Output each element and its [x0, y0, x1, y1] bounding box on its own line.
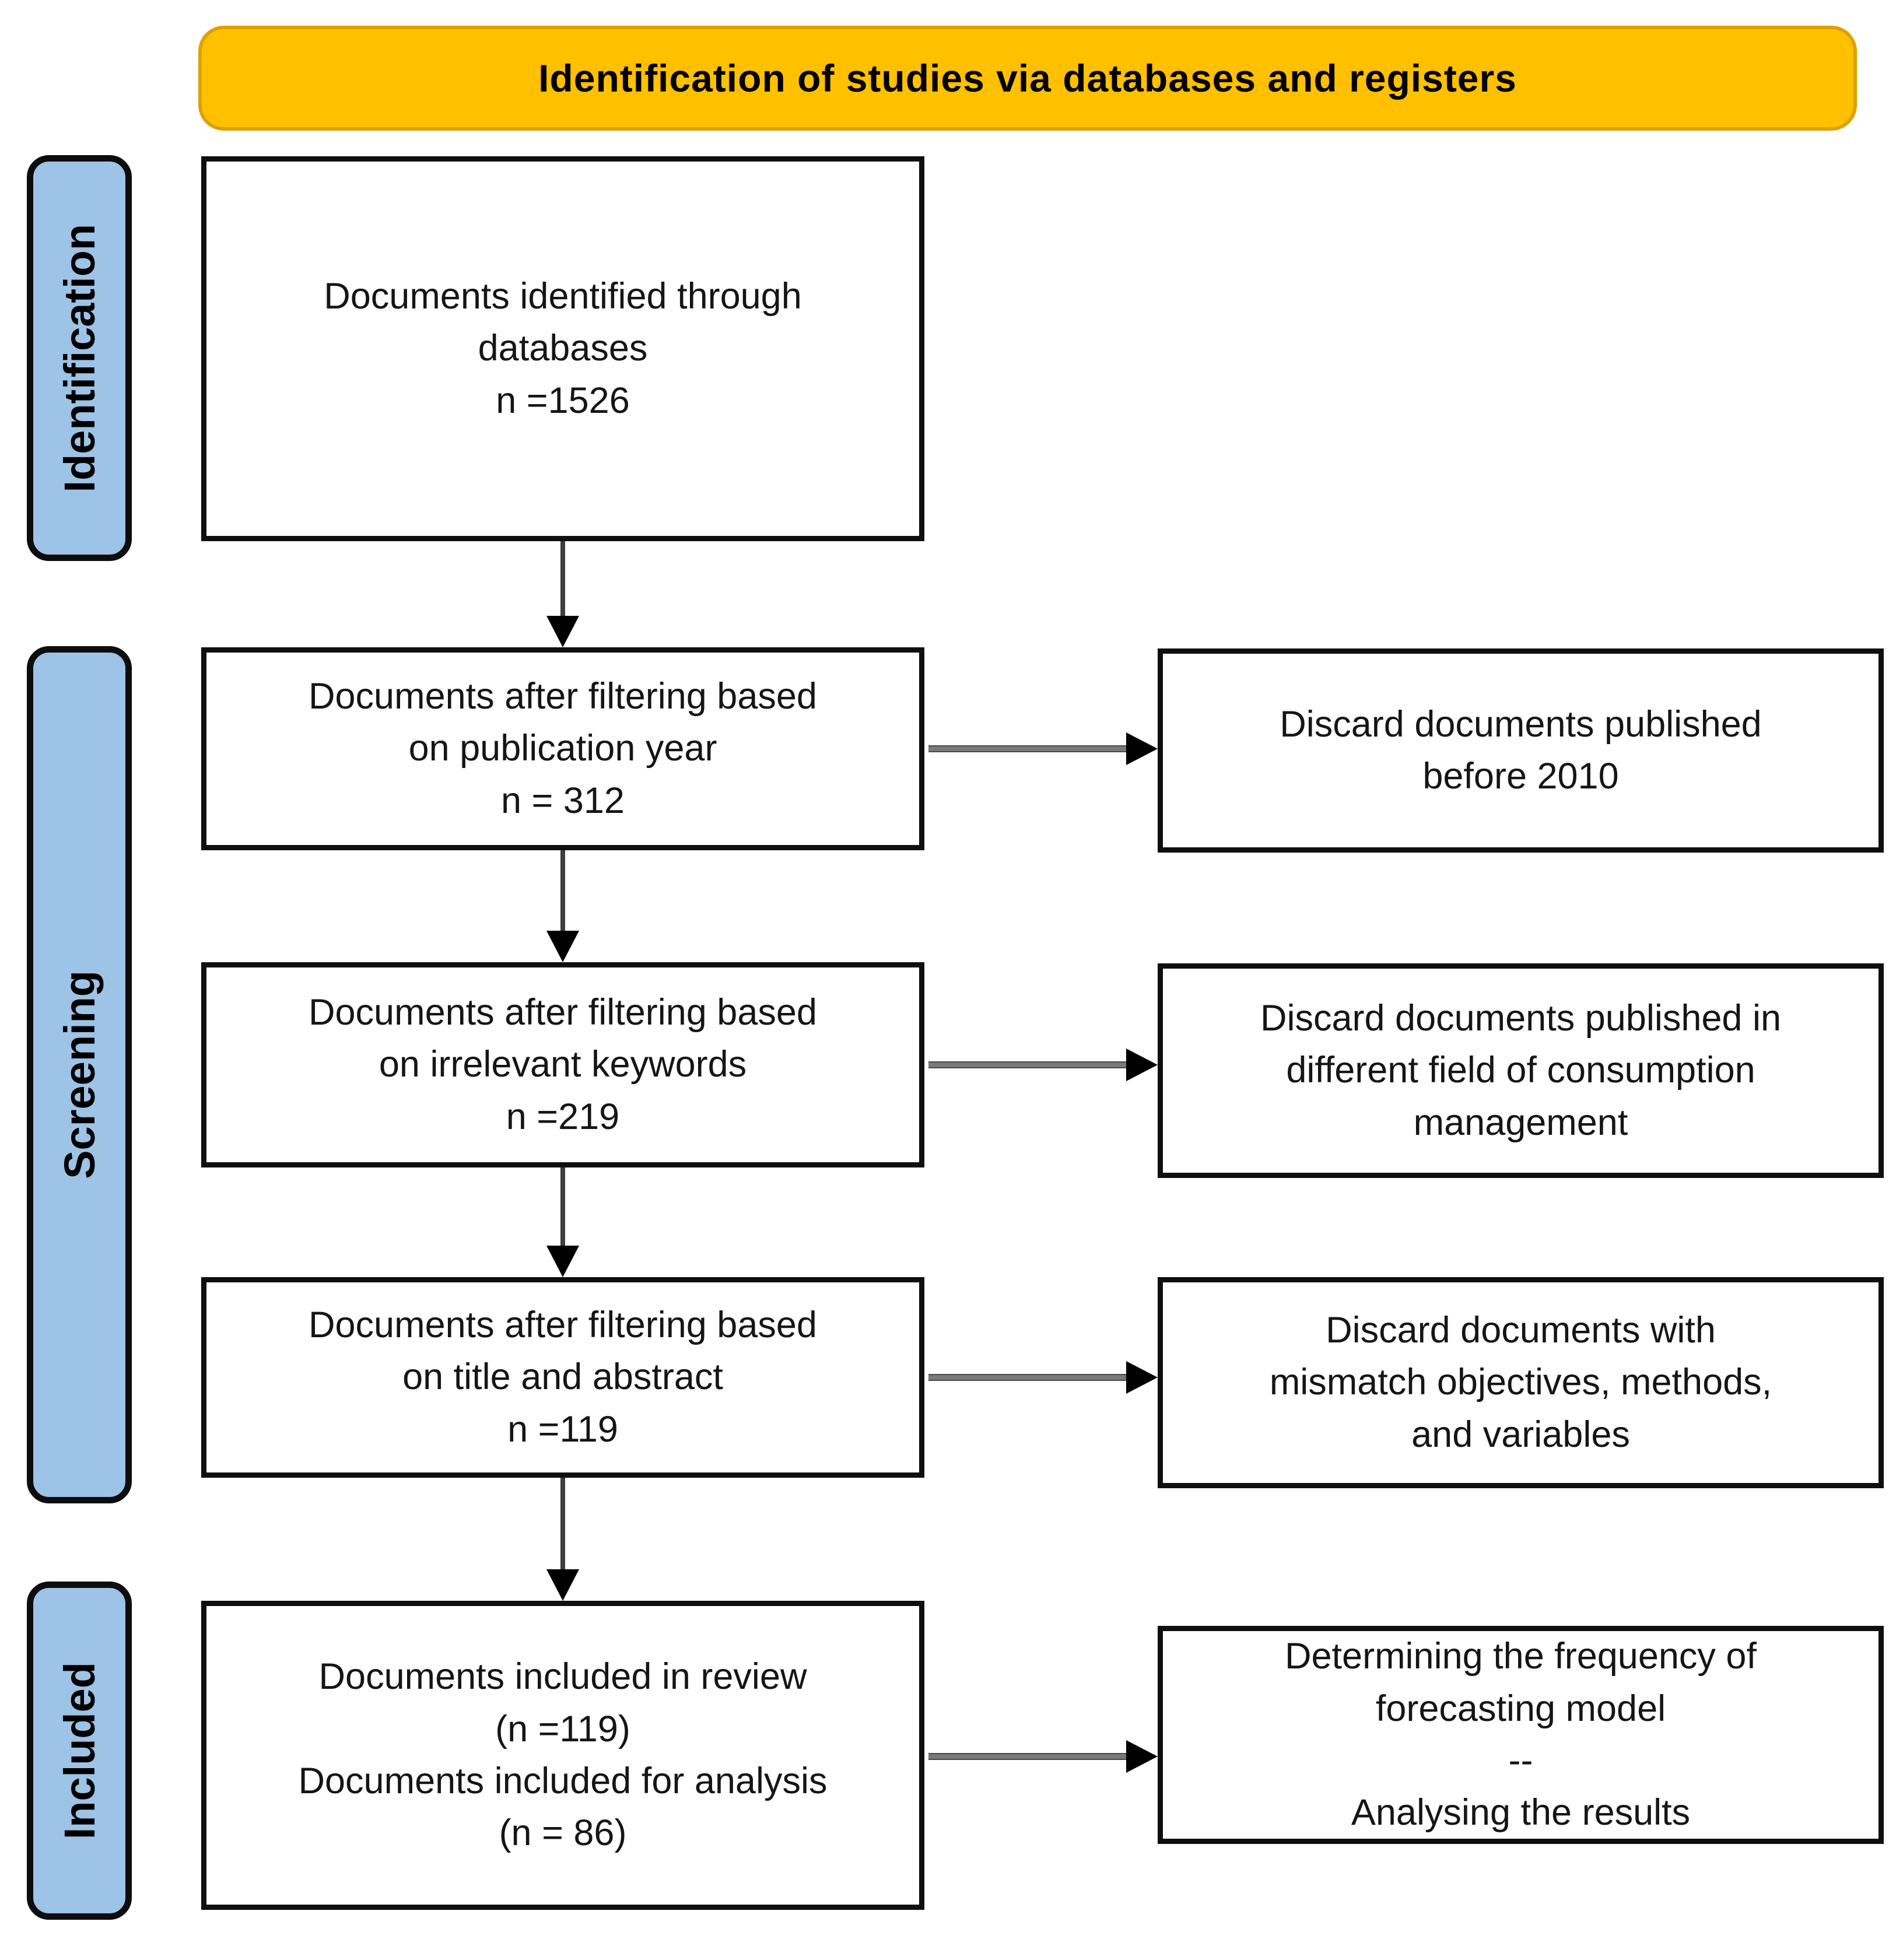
stage-bar-screening: Screening — [27, 646, 132, 1503]
box-text-line: on publication year — [408, 728, 717, 769]
down-arrow-line — [560, 1478, 565, 1570]
box-text-line: Discard documents published in — [1260, 997, 1781, 1039]
flow-box-filtered-title-abstract: Documents after filtering based on title… — [201, 1277, 924, 1478]
flow-box-filtered-publication-year: Documents after filtering based on publi… — [201, 647, 924, 850]
down-arrow-line — [560, 850, 565, 932]
box-text-line: Analysing the results — [1351, 1792, 1691, 1833]
flow-box-documents-identified: Documents identified through databases n… — [201, 156, 924, 541]
box-text-line: Determining the frequency of — [1285, 1636, 1757, 1677]
reason-box-discard-before-2010: Discard documents published before 2010 — [1158, 648, 1884, 853]
box-text-line: different field of consumption — [1286, 1050, 1755, 1091]
box-text-line: on irrelevant keywords — [379, 1044, 747, 1085]
right-arrow-icon — [1126, 1049, 1158, 1081]
right-arrow-line — [928, 1063, 1128, 1067]
box-text-line: Documents included in review — [318, 1656, 807, 1698]
right-arrow-line — [928, 1375, 1128, 1380]
box-text-line: Discard documents with — [1326, 1309, 1716, 1351]
right-arrow-icon — [1126, 732, 1158, 765]
flow-box-documents-included: Documents included in review (n =119) Do… — [201, 1601, 924, 1910]
box-text-line: Documents after filtering based — [309, 991, 817, 1033]
down-arrow-icon — [546, 616, 579, 647]
down-arrow-icon — [546, 1246, 579, 1277]
reason-box-discard-mismatch: Discard documents with mismatch objectiv… — [1158, 1277, 1884, 1488]
stage-bar-identification: Identification — [27, 155, 132, 561]
down-arrow-line — [560, 1167, 565, 1247]
banner: Identification of studies via databases … — [198, 26, 1857, 131]
down-arrow-icon — [546, 931, 579, 962]
box-text-line: before 2010 — [1422, 756, 1619, 797]
reason-box-discard-different-field: Discard documents published in different… — [1158, 963, 1884, 1178]
box-text-line: n =219 — [506, 1096, 620, 1137]
box-text-line: forecasting model — [1375, 1688, 1666, 1729]
banner-title: Identification of studies via databases … — [538, 57, 1517, 100]
reason-box-determining-frequency: Determining the frequency of forecasting… — [1158, 1626, 1884, 1844]
box-text-line: Documents included for analysis — [298, 1761, 828, 1801]
stage-label-screening: Screening — [55, 970, 104, 1179]
box-text-line: -- — [1508, 1740, 1533, 1781]
box-text-line: n =1526 — [496, 380, 630, 421]
box-text-line: Documents after filtering based — [309, 1304, 817, 1345]
stage-label-identification: Identification — [55, 223, 104, 493]
box-text-line: on title and abstract — [402, 1356, 723, 1398]
box-text-line: Documents identified through — [324, 275, 802, 317]
right-arrow-icon — [1126, 1740, 1158, 1773]
box-text-line: (n =119) — [495, 1708, 630, 1749]
down-arrow-line — [560, 541, 565, 617]
right-arrow-line — [928, 746, 1128, 751]
stage-bar-included: Included — [27, 1582, 132, 1920]
right-arrow-line — [928, 1754, 1128, 1759]
box-text-line: management — [1413, 1102, 1628, 1143]
box-text-line: n = 312 — [501, 780, 625, 821]
flow-box-filtered-irrelevant-keywords: Documents after filtering based on irrel… — [201, 962, 924, 1167]
box-text-line: and variables — [1411, 1414, 1630, 1455]
right-arrow-icon — [1126, 1361, 1158, 1394]
box-text-line: Documents after filtering based — [309, 675, 817, 717]
box-text-line: Discard documents published — [1280, 703, 1762, 745]
box-text-line: mismatch objectives, methods, — [1269, 1362, 1772, 1403]
box-text-line: (n = 86) — [499, 1812, 627, 1854]
stage-label-included: Included — [55, 1661, 104, 1840]
box-text-line: n =119 — [507, 1408, 618, 1450]
box-text-line: databases — [478, 328, 648, 369]
down-arrow-icon — [546, 1569, 579, 1601]
